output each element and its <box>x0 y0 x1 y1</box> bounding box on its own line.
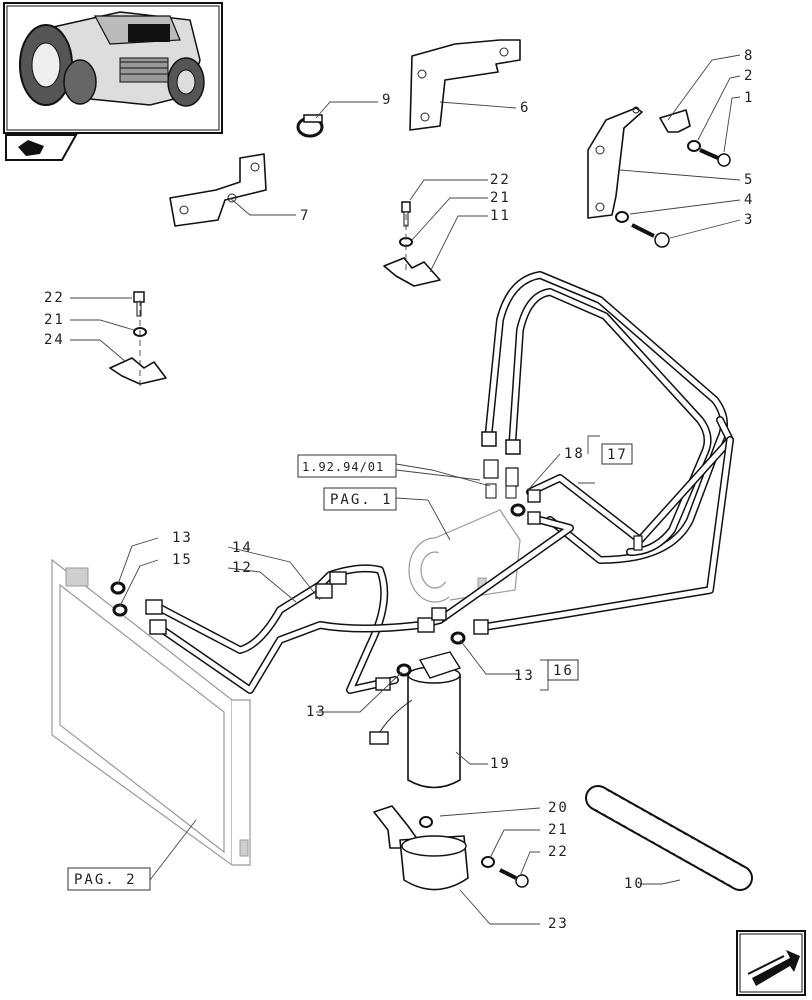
book-icon[interactable] <box>5 134 78 161</box>
ref-16: 16 <box>553 663 574 679</box>
ref-16-link[interactable]: 16 <box>547 659 579 681</box>
ref-17: 17 <box>607 447 628 463</box>
washer-2 <box>687 140 701 152</box>
ref-pag2: PAG. 2 <box>74 872 137 888</box>
ref-pag1: PAG. 1 <box>330 492 393 508</box>
callout-22-upper: 22 <box>490 172 511 188</box>
callout-23: 23 <box>548 916 569 932</box>
callout-11: 11 <box>490 208 511 224</box>
hose-clamp-9 <box>296 114 324 138</box>
callout-7: 7 <box>300 208 310 224</box>
pipe-14 <box>156 564 399 694</box>
callout-1: 1 <box>744 90 754 106</box>
pipe-12 <box>156 616 444 694</box>
callout-22-left: 22 <box>44 290 65 306</box>
callout-4: 4 <box>744 192 754 208</box>
bracket-6 <box>409 39 521 131</box>
bolt-22-left <box>133 291 145 317</box>
ref-section-link[interactable]: 1.92.94/01 <box>297 454 397 478</box>
drier-bracket-23 <box>373 805 529 891</box>
callout-9: 9 <box>382 92 392 108</box>
callout-22-lower: 22 <box>548 844 569 860</box>
ref-pag1-link[interactable]: PAG. 1 <box>323 487 397 511</box>
callout-21-left: 21 <box>44 312 65 328</box>
ref-17-link[interactable]: 17 <box>601 443 633 465</box>
ref-pag2-link[interactable]: PAG. 2 <box>67 867 151 891</box>
callout-24: 24 <box>44 332 65 348</box>
tractor-thumbnail-icon[interactable] <box>3 2 223 134</box>
leader-lines <box>70 54 741 925</box>
receiver-drier-19 <box>369 651 462 789</box>
callout-15: 15 <box>172 552 193 568</box>
callout-10: 10 <box>624 876 645 892</box>
callout-14: 14 <box>232 540 253 556</box>
callout-19: 19 <box>490 756 511 772</box>
callout-5: 5 <box>744 172 754 188</box>
callout-13-lower: 13 <box>306 704 327 720</box>
pipe-17 <box>436 516 574 624</box>
callout-21-upper: 21 <box>490 190 511 206</box>
clamp-24 <box>109 357 167 385</box>
callout-13-right: 13 <box>514 668 535 684</box>
ref-section: 1.92.94/01 <box>302 460 384 474</box>
callout-13-left: 13 <box>172 530 193 546</box>
callout-8: 8 <box>744 48 754 64</box>
callout-12: 12 <box>232 560 253 576</box>
callout-3: 3 <box>744 212 754 228</box>
bracket-5 <box>587 106 643 219</box>
next-page-arrow-icon[interactable] <box>736 930 806 996</box>
compressor-ghost <box>408 509 521 603</box>
clamp-11 <box>383 257 441 287</box>
spiral-sleeve-10 <box>585 785 753 891</box>
callout-labels: 8 2 1 5 4 3 6 9 7 22 21 11 22 21 24 18 1… <box>44 48 754 932</box>
bolt-1 <box>699 148 731 167</box>
condenser-ghost <box>51 558 251 867</box>
callout-2: 2 <box>744 68 754 84</box>
pipe-16 <box>474 436 734 632</box>
callout-18: 18 <box>564 446 585 462</box>
clip-8 <box>659 109 691 133</box>
bolt-3 <box>631 223 670 248</box>
callout-20: 20 <box>548 800 569 816</box>
bracket-7 <box>169 153 267 227</box>
callout-6: 6 <box>520 100 530 116</box>
callout-21-lower: 21 <box>548 822 569 838</box>
washer-4 <box>615 211 629 223</box>
